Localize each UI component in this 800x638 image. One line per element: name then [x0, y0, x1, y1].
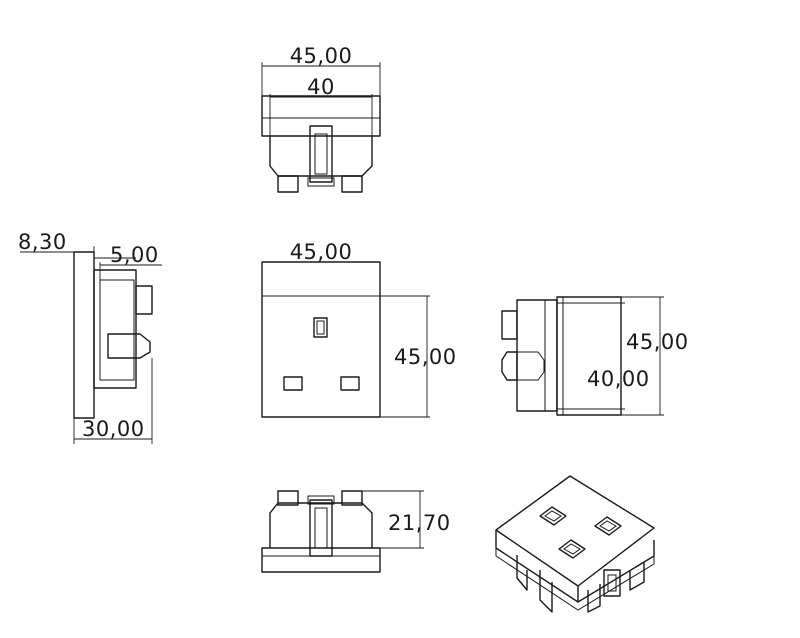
- right-view-faceplate: [556, 296, 622, 416]
- iso-live-slot: [558, 539, 586, 559]
- neutral-slot: [340, 376, 360, 391]
- iso-top-face: [495, 475, 655, 587]
- front-view: 45,00 45,00: [261, 240, 457, 418]
- iso-earth-slot: [539, 506, 567, 526]
- front-view-faceplate: [261, 261, 381, 418]
- bottom-view-body: [269, 502, 373, 548]
- right-side-view: 45,00 40,00: [501, 296, 689, 416]
- top-view-clip: [309, 125, 333, 183]
- bottom-view-clip: [309, 499, 333, 557]
- dim-text-top-inner: 40: [307, 75, 335, 99]
- dim-text-left-offset: 5,00: [110, 243, 159, 267]
- iso-body: [495, 530, 655, 603]
- top-view-pin-left: [277, 175, 299, 193]
- left-view-body: [93, 269, 137, 389]
- dim-text-right-outer: 45,00: [626, 330, 689, 354]
- top-view-pin-right: [341, 175, 363, 193]
- bottom-view: 21,70: [261, 490, 451, 573]
- left-view-faceplate: [73, 251, 95, 419]
- dim-text-right-inner: 40,00: [587, 367, 650, 391]
- right-view-earth-pin: [501, 310, 518, 340]
- top-view: 45,00 40: [261, 44, 381, 193]
- top-view-body: [269, 136, 373, 177]
- top-view-faceplate: [261, 95, 381, 137]
- right-view-body: [516, 299, 558, 412]
- bottom-view-pin-right: [341, 490, 363, 506]
- bottom-view-faceplate: [261, 547, 381, 573]
- dim-text-bottom-height: 21,70: [388, 511, 451, 535]
- bottom-view-pin-left: [277, 490, 299, 506]
- iso-clip: [603, 569, 621, 597]
- dim-text-top-width: 45,00: [290, 44, 353, 68]
- left-view-earth-pin: [135, 285, 153, 315]
- dim-text-front-width: 45,00: [290, 240, 353, 264]
- iso-neutral-slot: [594, 516, 622, 536]
- left-side-view: 8,30 5,00 30,00: [18, 230, 162, 444]
- right-view-power-pin: [501, 351, 518, 381]
- dim-text-front-height: 45,00: [394, 345, 457, 369]
- dim-text-left-plate: 8,30: [18, 230, 67, 254]
- isometric-view: [495, 475, 655, 613]
- dim-text-left-depth: 30,00: [82, 417, 145, 441]
- left-view-power-pin: [107, 333, 151, 359]
- earth-slot: [313, 317, 328, 338]
- live-slot: [283, 376, 303, 391]
